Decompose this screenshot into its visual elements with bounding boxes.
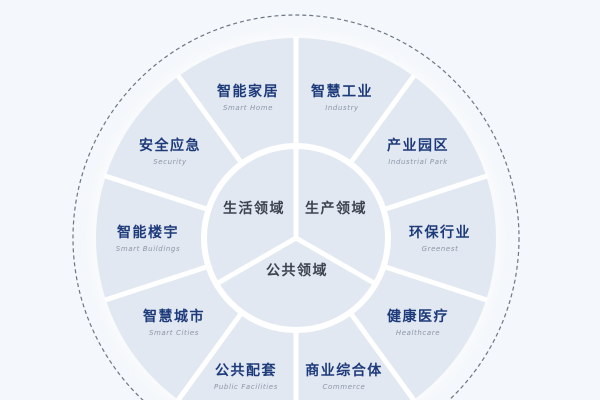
segment-title: 智慧工业 [311, 84, 373, 100]
segment-industrial-park: 产业园区 Industrial Park [387, 137, 449, 167]
segment-greenest: 环保行业 Greenest [409, 224, 471, 254]
segment-title: 智慧城市 [143, 309, 205, 325]
segment-subtitle: Industrial Park [388, 158, 448, 166]
segment-industry: 智慧工业 Industry [311, 83, 373, 113]
segment-title: 产业园区 [387, 138, 449, 154]
segment-healthcare: 健康医疗 Healthcare [387, 308, 449, 338]
segment-smart-home: 智能家居 Smart Home [217, 83, 279, 113]
outer-divider-line [348, 73, 417, 166]
segment-title: 安全应急 [139, 138, 201, 154]
segment-title: 健康医疗 [387, 309, 449, 325]
segment-subtitle: Healthcare [395, 329, 441, 337]
segment-title: 公共配套 [214, 363, 277, 379]
outer-divider-line [104, 264, 210, 303]
segment-subtitle: Smart Buildings [115, 245, 181, 253]
segment-smart-buildings: 智能楼宇 Smart Buildings [116, 224, 180, 254]
outer-divider-line [382, 173, 488, 212]
outer-divider-line [175, 73, 244, 166]
segment-commerce: 商业综合体 Commerce [305, 362, 383, 392]
segment-subtitle: Public Facilities [214, 383, 278, 391]
segment-title: 商业综合体 [305, 363, 383, 379]
segment-subtitle: Smart Home [222, 104, 274, 112]
inner-sector-life: 生活领域 [223, 201, 285, 217]
segment-public-facilities: 公共配套 Public Facilities [214, 362, 278, 392]
segment-security: 安全应急 Security [139, 137, 201, 167]
segment-subtitle: Smart Cities [148, 329, 200, 337]
segment-subtitle: Commerce [322, 383, 366, 391]
outer-divider-line [382, 264, 488, 303]
segment-subtitle: Industry [325, 104, 359, 112]
outer-divider-line [104, 173, 210, 212]
inner-sector-public: 公共领域 [266, 263, 328, 279]
inner-divider-line [294, 235, 377, 287]
segment-smart-cities: 智慧城市 Smart Cities [143, 308, 205, 338]
dashed-outer-ring [72, 14, 520, 400]
segment-title: 智能家居 [217, 84, 279, 100]
segment-subtitle: Security [153, 158, 187, 166]
segment-title: 智能楼宇 [116, 225, 179, 241]
inner-sector-production: 生产领域 [305, 201, 367, 217]
inner-dividers [215, 146, 377, 287]
outer-divider-line [175, 310, 244, 400]
segment-title: 环保行业 [409, 225, 471, 241]
inner-divider-line [215, 235, 298, 287]
outer-divider-line [348, 310, 417, 400]
outer-dividers [104, 37, 488, 400]
segment-subtitle: Greenest [421, 245, 459, 253]
